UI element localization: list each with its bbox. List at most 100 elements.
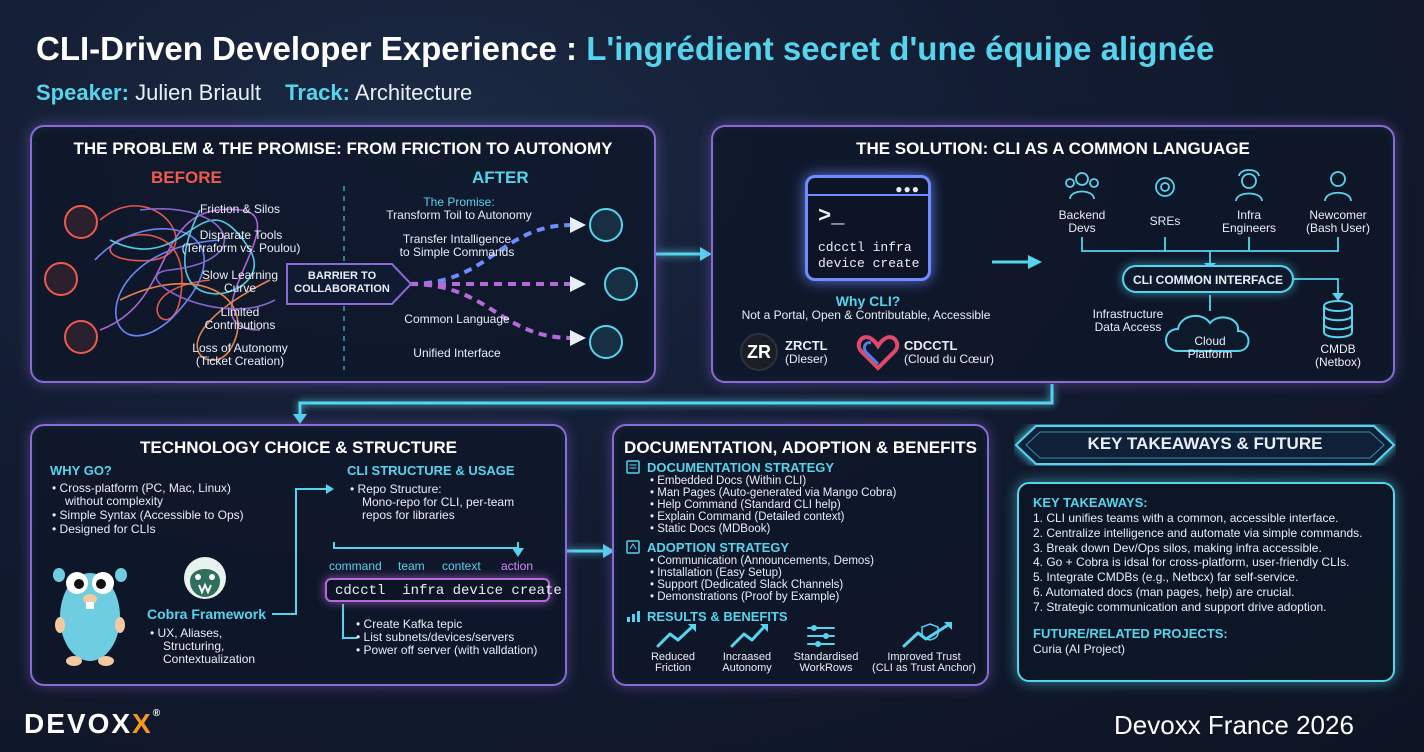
heart-logo-icon: [856, 335, 900, 371]
users-diagram: [1065, 169, 1353, 352]
user-newcomer: Newcomer(Bash User): [1305, 208, 1370, 235]
key-takeaways-box: [1017, 482, 1395, 682]
panel-problem-promise: THE PROBLEM & THE PROMISE: FROM FRICTION…: [30, 125, 656, 383]
label-context: context: [442, 559, 481, 573]
adoption-icon: [626, 540, 640, 554]
label-command: command: [329, 559, 382, 573]
cli-examples: • Create Kafka tepic • List subnets/devi…: [356, 617, 538, 657]
go-point-2: • Simple Syntax (Accessible to Ops): [52, 508, 244, 522]
confused-person-icon: [44, 262, 78, 296]
key-takeaways-banner: [1014, 425, 1396, 465]
cdcctl-sub: (Cloud du Cœur): [904, 352, 995, 366]
arrowhead-2-3: [293, 414, 307, 424]
zrctl-sub: (Dleser): [785, 352, 828, 366]
devoxx-logo: DEVOXX®: [24, 708, 163, 739]
cobra-heading: Cobra Framework: [147, 606, 267, 622]
cli-command: cdcctl infra device create: [335, 583, 562, 599]
cmdb-label: CMDB(Netbox): [1314, 342, 1361, 369]
before-heading: BEFORE: [151, 168, 222, 187]
go-point-1: • Cross-platform (PC, Mac, Linux)without…: [52, 481, 231, 508]
speaker-label: Speaker:: [36, 80, 129, 105]
cobra-features: • UX, Aliases,Structuring,Contextualizat…: [150, 626, 256, 666]
zrctl-logo: ZR: [740, 333, 778, 371]
panel5-title: KEY TAKEAWAYS & FUTURE: [1087, 434, 1323, 453]
cli-structure-connectors: [272, 484, 524, 639]
doc-strategy-list: • Embedded Docs (Within CLI) • Man Pages…: [650, 475, 897, 535]
panel-technology: TECHNOLOGY CHOICE & STRUCTURE: [30, 424, 567, 686]
speaker-line: Speaker: Julien Briault Track: Architect…: [36, 80, 490, 106]
panel-documentation: DOCUMENTATION, ADOPTION & BENEFITS: [612, 424, 989, 686]
track-label: Track:: [285, 80, 350, 105]
user-sres: SREs: [1149, 214, 1181, 228]
label-team: team: [398, 559, 425, 573]
why-cli-text: Not a Portal, Open & Contributable, Acce…: [741, 308, 991, 322]
title-white: CLI-Driven Developer Experience :: [36, 30, 578, 67]
prompt-glyph: >_: [818, 204, 845, 229]
window-dots-icon: ●●●: [895, 182, 920, 196]
results-chart-icon: [627, 611, 640, 622]
panel2-title: THE SOLUTION: CLI AS A COMMON LANGUAGE: [856, 139, 1250, 158]
promise: The Promise:Transform Toil to Autonomy: [386, 195, 532, 222]
cli-command-box: cdcctl infra device create: [325, 578, 562, 602]
cdcctl-name: CDCCTL: [904, 338, 958, 353]
page-title: CLI-Driven Developer Experience : L'ingr…: [36, 30, 1214, 68]
unified-interface: Unified Interface: [413, 346, 501, 360]
repo-structure: • Repo Structure:Mono-repo for CLI, per-…: [350, 482, 515, 522]
doc-strategy-heading: DOCUMENTATION STRATEGY: [647, 460, 835, 475]
benefit-icons: [656, 622, 952, 648]
why-go-heading: WHY GO?: [50, 463, 112, 478]
frustrated-person-icon: [64, 205, 98, 239]
arrowhead-1-2: [700, 247, 712, 261]
happy-person-icon-3: [589, 325, 623, 359]
adoption-strategy-list: • Communication (Announcements, Demos) •…: [650, 555, 874, 603]
future-heading: FUTURE/RELATED PROJECTS:: [1033, 626, 1228, 641]
friction-diagram: [94, 186, 586, 370]
after-heading: AFTER: [472, 168, 529, 187]
results-heading: RESULTS & BENEFITS: [647, 609, 788, 624]
arrow-to-interface-icon: [992, 255, 1042, 269]
cli-structure-heading: CLI STRUCTURE & USAGE: [347, 463, 515, 478]
zrctl-name: ZRCTL: [785, 338, 828, 353]
panel1-title: THE PROBLEM & THE PROMISE: FROM FRICTION…: [73, 139, 613, 158]
problem-5: Loss of Autonomy(Ticket Creation): [192, 341, 288, 368]
cli-common-interface: CLI COMMON INTERFACE: [1122, 265, 1294, 293]
stressed-person-icon: [64, 320, 98, 354]
problem-1: Friction & Silos: [199, 202, 281, 216]
connector-2-3: [298, 384, 1054, 416]
adoption-strategy-heading: ADOPTION STRATEGY: [647, 540, 790, 555]
panel3-title: TECHNOLOGY CHOICE & STRUCTURE: [139, 438, 458, 457]
title-cyan: L'ingrédient secret d'une équipe alignée: [586, 30, 1215, 67]
key-takeaways-heading: KEY TAKEAWAYS:: [1033, 495, 1148, 510]
label-action: action: [501, 559, 534, 573]
track-name: Architecture: [354, 80, 473, 105]
problem-2: Disparate Tools(Terraform vs. Poulou): [181, 228, 301, 255]
common-language: Common Language: [404, 312, 510, 326]
go-point-3: • Designed for CLIs: [52, 522, 156, 536]
panel4-title: DOCUMENTATION, ADOPTION & BENEFITS: [624, 438, 977, 457]
go-gopher-icon: [53, 568, 127, 666]
benefit-improved-trust: Improved Trust(CLI as Trust Anchor): [872, 651, 976, 674]
key-takeaways-list: 1. CLI unifies teams with a common, acce…: [1033, 511, 1363, 614]
happy-person-icon-2: [604, 267, 638, 301]
event-name: Devoxx France 2026: [1114, 710, 1354, 740]
trend-up-icon: [656, 625, 694, 648]
arrowhead-3-4: [603, 544, 615, 558]
why-cli-heading: Why CLI?: [835, 293, 901, 309]
document-icon: [626, 460, 640, 474]
future-projects: Curia (AI Project): [1033, 642, 1126, 656]
cobra-logo-icon: [184, 557, 226, 599]
